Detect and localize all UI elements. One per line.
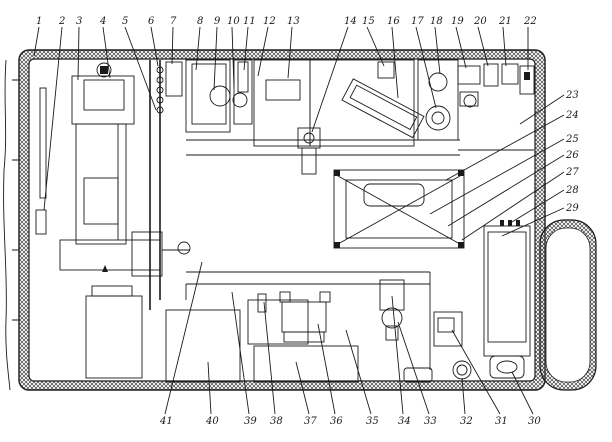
label-12: 12 bbox=[263, 16, 276, 27]
label-40: 40 bbox=[205, 416, 219, 427]
label-28: 28 bbox=[565, 185, 579, 196]
label-27: 27 bbox=[565, 167, 579, 178]
label-17: 17 bbox=[411, 16, 424, 27]
battery-box bbox=[483, 220, 531, 379]
label-4: 4 bbox=[99, 16, 106, 27]
label-37: 37 bbox=[304, 416, 317, 427]
label-31: 31 bbox=[495, 416, 508, 427]
label-5: 5 bbox=[122, 16, 128, 27]
label-21: 21 bbox=[498, 16, 512, 27]
label-34: 34 bbox=[398, 416, 411, 427]
label-35: 35 bbox=[366, 416, 379, 427]
label-30: 30 bbox=[528, 416, 541, 427]
driver-station bbox=[35, 62, 191, 379]
label-33: 33 bbox=[424, 416, 437, 427]
label-39: 39 bbox=[244, 416, 257, 427]
ammo-rack bbox=[333, 169, 465, 249]
label-29: 29 bbox=[565, 203, 579, 214]
label-13: 13 bbox=[287, 16, 300, 27]
lower-equipment bbox=[165, 279, 472, 383]
central-equipment bbox=[297, 59, 459, 175]
top-equipment bbox=[156, 59, 311, 147]
label-1: 1 bbox=[36, 16, 42, 27]
label-41: 41 bbox=[159, 416, 173, 427]
label-24: 24 bbox=[565, 110, 579, 121]
label-11: 11 bbox=[243, 16, 256, 27]
label-38: 38 bbox=[270, 416, 283, 427]
top-right-equipment bbox=[457, 63, 535, 151]
label-18: 18 bbox=[430, 16, 443, 27]
label-3: 3 bbox=[76, 16, 82, 27]
label-26: 26 bbox=[565, 150, 579, 161]
label-2: 2 bbox=[58, 16, 65, 27]
label-25: 25 bbox=[565, 134, 579, 145]
label-8: 8 bbox=[197, 16, 203, 27]
labels: 1 2 3 4 5 6 7 8 9 10 11 12 13 14 15 16 1… bbox=[33, 16, 579, 427]
label-15: 15 bbox=[362, 16, 375, 27]
label-7: 7 bbox=[170, 16, 177, 27]
label-10: 10 bbox=[227, 16, 240, 27]
side-tank bbox=[539, 219, 597, 391]
label-16: 16 bbox=[387, 16, 400, 27]
label-19: 19 bbox=[451, 16, 464, 27]
label-32: 32 bbox=[460, 416, 473, 427]
label-20: 20 bbox=[473, 16, 487, 27]
label-6: 6 bbox=[148, 16, 155, 27]
label-36: 36 bbox=[330, 416, 343, 427]
label-9: 9 bbox=[214, 16, 221, 27]
label-14: 14 bbox=[344, 16, 357, 27]
label-22: 22 bbox=[523, 16, 537, 27]
label-23: 23 bbox=[565, 90, 579, 101]
